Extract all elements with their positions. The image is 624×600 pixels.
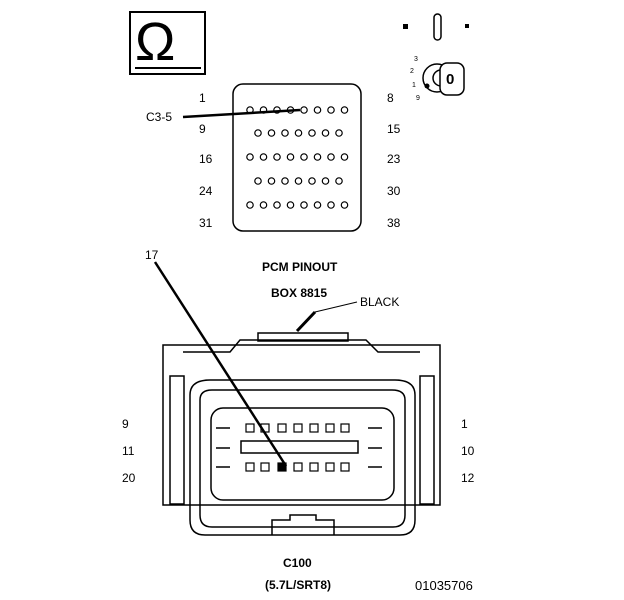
c100-pin-17 (278, 463, 286, 471)
top-pin-cavity (259, 201, 268, 209)
c100-pin-label-12: 12 (461, 471, 475, 485)
c100-pin-cavity (260, 462, 270, 472)
top-pin-cavity (246, 153, 254, 161)
top-pin-cavity (254, 177, 262, 185)
top-pin-cavity (308, 129, 316, 137)
top-pin-cavity (300, 106, 308, 114)
top-pin-cavity (286, 153, 295, 161)
top-pin-cavity (286, 201, 295, 209)
top-pin-cavity (327, 106, 335, 114)
top-pin-cavity (327, 201, 335, 209)
top-pin-label-30: 30 (387, 184, 401, 198)
top-pin-cavity (321, 177, 330, 185)
c100-pin-label-20: 20 (122, 471, 136, 485)
key-mark-2: 2 (410, 68, 414, 75)
key-label: 0 (446, 71, 455, 88)
top-pin-label-1: 1 (199, 91, 206, 105)
callout-17: 17 (145, 248, 159, 262)
top-pin-cavity (267, 129, 276, 137)
top-pin-cavity (340, 153, 349, 161)
callout-leader-c3-5 (182, 108, 301, 119)
top-pin-cavity (281, 177, 289, 185)
top-pin-cavity (313, 201, 322, 209)
top-pin-cavity (254, 129, 262, 137)
key-mark-3: 3 (414, 56, 418, 63)
c100-pin-cavity (293, 462, 303, 472)
c100-pin-label-11: 11 (122, 444, 135, 458)
ignition-key-icon (403, 13, 469, 96)
top-pin-label-31: 31 (199, 216, 213, 230)
c100-pin-cavity (245, 462, 255, 472)
c100-pin-cavity (293, 423, 303, 433)
c100-pin-cavity (325, 462, 335, 472)
top-pin-label-23: 23 (387, 152, 401, 166)
c100-pin-cavity (340, 462, 350, 472)
top-pin-cavity (246, 201, 254, 209)
pcm-connector-c100 (153, 261, 441, 536)
color-label: BLACK (360, 295, 400, 309)
top-pin-cavity (308, 177, 316, 185)
c100-pin-cavity (277, 423, 287, 433)
pcm-pinout-title: PCM PINOUT (262, 260, 338, 274)
ohm-symbol: Ω (135, 12, 176, 72)
figure-number: 01035706 (415, 578, 473, 593)
connector-id: C100 (283, 556, 312, 570)
c100-pin-cavity (309, 462, 319, 472)
connector-variant: (5.7L/SRT8) (265, 578, 332, 592)
top-pin-label-15: 15 (387, 122, 401, 136)
top-pin-cavity (340, 106, 349, 114)
c100-pin-cavity (245, 423, 255, 433)
top-pin-cavity (300, 153, 308, 161)
top-pin-label-16: 16 (199, 152, 213, 166)
ohmmeter-icon (129, 11, 206, 75)
top-pin-label-8: 8 (387, 91, 394, 105)
top-pin-cavity (300, 201, 308, 209)
c100-pin-label-10: 10 (461, 444, 475, 458)
top-pin-cavity (321, 129, 330, 137)
top-pin-cavity (273, 153, 281, 161)
center-key-slot (240, 440, 359, 454)
top-connector-pin-grid (246, 106, 349, 209)
top-pin-cavity (259, 153, 268, 161)
key-mark-9: 9 (416, 95, 420, 102)
top-connector-face (182, 83, 362, 232)
c100-pin-cavity (340, 423, 350, 433)
top-pin-cavity (313, 153, 322, 161)
top-pin-label-9: 9 (199, 122, 206, 136)
c100-pin-label-9: 9 (122, 417, 129, 431)
top-pin-cavity (294, 129, 303, 137)
c100-pin-cavity (325, 423, 335, 433)
top-pin-label-38: 38 (387, 216, 401, 230)
top-pin-label-24: 24 (199, 184, 213, 198)
top-pin-cavity (294, 177, 303, 185)
top-pin-cavity (281, 129, 289, 137)
top-pin-cavity (313, 106, 322, 114)
top-pin-cavity (267, 177, 276, 185)
top-pin-cavity (340, 201, 349, 209)
top-pin-cavity (335, 129, 343, 137)
top-pin-cavity (335, 177, 343, 185)
callout-leader-17 (153, 261, 288, 467)
top-pin-cavity (327, 153, 335, 161)
box-arrow (295, 310, 317, 333)
box-label: BOX 8815 (271, 286, 328, 300)
c100-pin-grid (216, 423, 382, 472)
c100-pin-cavity (309, 423, 319, 433)
top-pin-cavity (273, 201, 281, 209)
callout-c3-5: C3-5 (146, 110, 173, 124)
c100-pin-label-1: 1 (461, 417, 468, 431)
key-mark-1: 1 (412, 82, 416, 89)
